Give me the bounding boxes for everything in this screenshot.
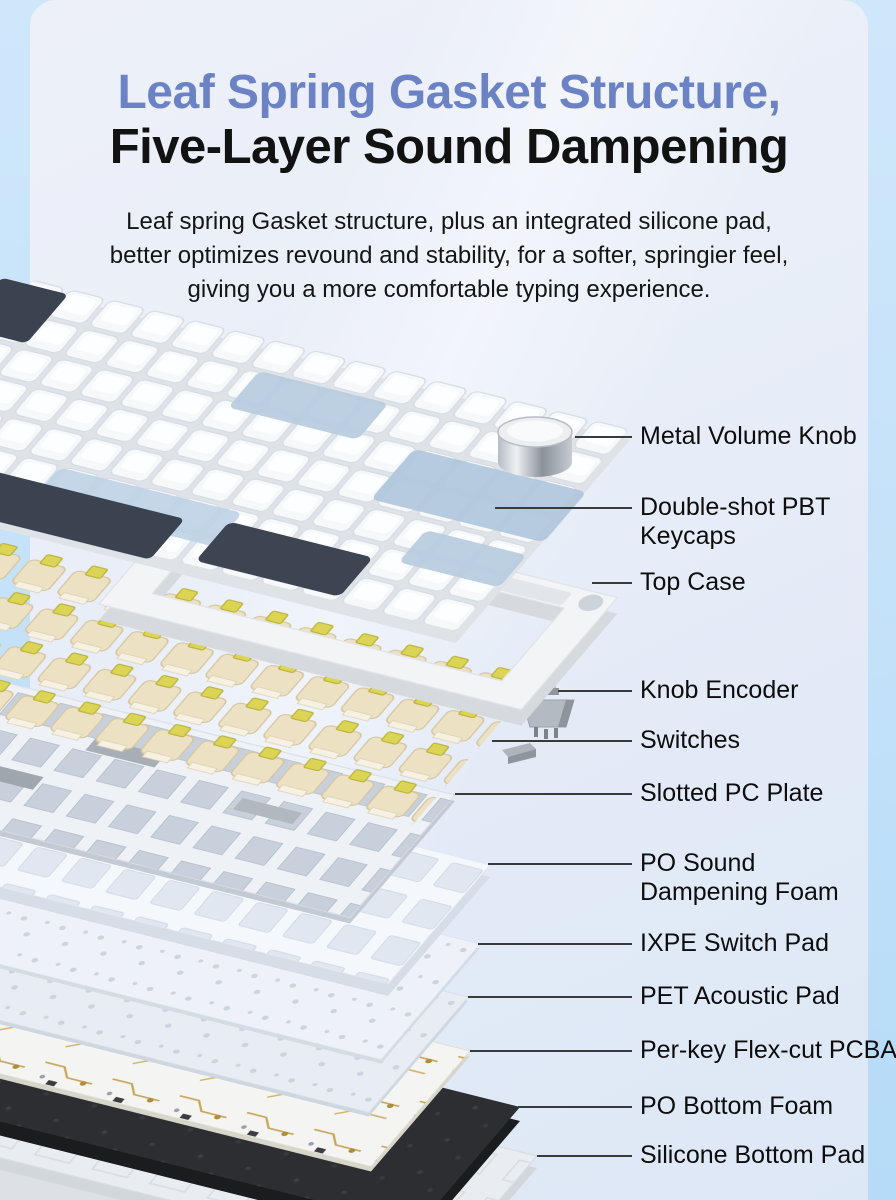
label-text: IXPE Switch Pad: [640, 929, 829, 957]
label-text: Switches: [640, 726, 741, 754]
label-per-key-flex-cut-pcba: Per-key Flex-cut PCBA: [470, 1036, 896, 1065]
title-line-dark: Five-Layer Sound Dampening: [109, 119, 789, 174]
label-metal-volume-knob: Metal Volume Knob: [575, 422, 857, 451]
label-text: Slotted PC Plate: [640, 779, 824, 807]
description: Leaf spring Gasket structure, plus an in…: [30, 205, 868, 307]
page-title: Leaf Spring Gasket Structure, Five-Layer…: [30, 66, 868, 175]
label-text: Per-key Flex-cut PCBA: [640, 1036, 896, 1064]
label-text: Silicone Bottom Pad: [640, 1141, 866, 1169]
label-text: Metal Volume Knob: [640, 422, 857, 450]
label-text: Double-shot PBT: [640, 493, 831, 521]
leader-line: [495, 507, 632, 509]
leader-line: [455, 793, 632, 795]
label-text: PO Bottom Foam: [640, 1092, 834, 1120]
switches-layer: [0, 535, 541, 826]
leader-line: [468, 996, 632, 998]
stabilizer-block: [502, 743, 536, 764]
label-text: PO Sound: [640, 849, 756, 877]
label-silicone-bottom-pad: Silicone Bottom Pad: [537, 1141, 865, 1170]
label-text: PET Acoustic Pad: [640, 982, 840, 1010]
leader-line: [518, 1106, 632, 1108]
header-copy: Leaf Spring Gasket Structure, Five-Layer…: [30, 0, 868, 307]
label-ixpe-switch-pad: IXPE Switch Pad: [478, 929, 829, 958]
leader-line: [537, 1155, 632, 1157]
leader-line: [575, 436, 632, 438]
leader-line: [488, 863, 632, 865]
slotted-pc-plate-layer: [0, 674, 457, 924]
label-slotted-pc-plate: Slotted PC Plate: [455, 779, 823, 808]
label-top-case: Top Case: [592, 568, 746, 597]
label-knob-encoder: Knob Encoder: [558, 676, 798, 705]
title-line-blue: Leaf Spring Gasket Structure,: [117, 66, 781, 119]
metal-volume-knob: [497, 416, 573, 477]
description-line-1: Leaf spring Gasket structure, plus an in…: [126, 207, 772, 235]
leader-line: [470, 1050, 632, 1052]
leader-line: [492, 740, 632, 742]
label-text: Knob Encoder: [640, 676, 799, 704]
label-text: Top Case: [640, 568, 746, 596]
keycap-deck-layer: [0, 278, 631, 643]
leader-line: [478, 943, 632, 945]
label-switches: Switches: [492, 726, 740, 755]
description-line-2: better optimizes revound and stability, …: [109, 241, 789, 269]
leader-line: [592, 582, 632, 584]
label-po-bottom-foam: PO Bottom Foam: [518, 1092, 833, 1121]
leader-line: [558, 690, 632, 692]
description-line-3: giving you a more comfortable typing exp…: [187, 275, 711, 303]
label-pet-acoustic-pad: PET Acoustic Pad: [468, 982, 840, 1011]
